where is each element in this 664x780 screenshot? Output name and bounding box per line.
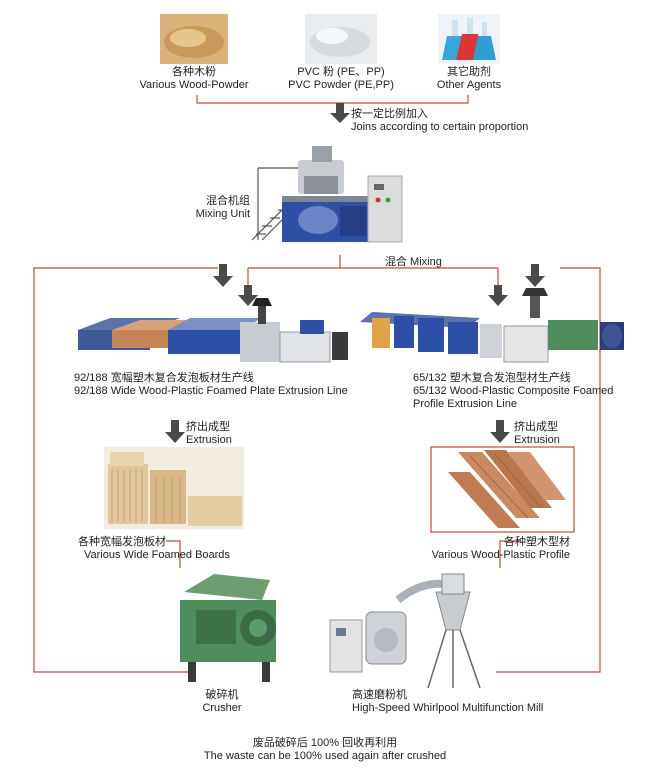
footer-en: The waste can be 100% used again after c… [203, 750, 447, 762]
plate-line-label-en: 92/188 Wide Wood-Plastic Foamed Plate Ex… [74, 385, 348, 397]
join-label-en: Joins according to certain proportion [351, 121, 529, 133]
mixing-unit-label-zh: 混合机组 [206, 195, 250, 207]
mill-image [329, 573, 481, 689]
crusher-label-zh: 破碎机 [205, 689, 239, 701]
extrusion-left-zh: 挤出成型 [186, 421, 230, 433]
pvc-powder-label-zh: PVC 粉 (PE、PP) [297, 66, 385, 78]
wood-powder-label-en: Various Wood-Powder [139, 79, 249, 91]
extrusion-left-en: Extrusion [186, 434, 232, 446]
wood-powder-image [160, 14, 228, 64]
recycle-loop-right [496, 267, 601, 673]
footer-zh: 废品破碎后 100% 回收再利用 [252, 737, 398, 749]
agents-label-zh: 其它助剂 [447, 66, 491, 78]
extrusion-right-zh: 挤出成型 [514, 421, 558, 433]
feed-arrow-left-outer [213, 264, 233, 287]
agents-label-en: Other Agents [436, 79, 502, 91]
crusher-label-en: Crusher [202, 702, 242, 714]
join-arrow [330, 103, 350, 123]
wood-profiles-image [448, 450, 566, 528]
plate-line-label-zh: 92/188 宽幅塑木复合发泡板材生产线 [74, 372, 254, 384]
pvc-powder-image [305, 14, 377, 64]
feed-arrow-right [488, 285, 508, 306]
mill-label-zh: 高速磨粉机 [352, 689, 407, 701]
mixing-label: 混合 Mixing [385, 256, 442, 268]
recycle-loop-left [33, 267, 218, 673]
extrusion-arrow-right [490, 420, 510, 443]
profile-frame [430, 446, 575, 533]
mixing-unit-label-en: Mixing Unit [195, 208, 250, 220]
mill-label-en: High-Speed Whirlpool Multifunction Mill [352, 702, 544, 714]
extrusion-arrow-left [165, 420, 185, 443]
profiles-label-en: Various Wood-Plastic Profile [431, 549, 570, 561]
flasks-image [438, 14, 500, 64]
pvc-powder-label-en: PVC Powder (PE,PP) [288, 79, 394, 91]
boards-label-zh: 各种宽幅发泡板材 [78, 536, 166, 548]
profiles-label-zh: 各种塑木型材 [504, 536, 570, 548]
crusher-image [180, 574, 276, 682]
profile-line-label-en2: Profile Extrusion Line [413, 398, 517, 410]
join-label-zh: 按一定比例加入 [351, 108, 428, 120]
profile-line-label-en1: 65/132 Wood-Plastic Composite Foamed [413, 385, 614, 397]
extrusion-right-en: Extrusion [514, 434, 560, 446]
wood-powder-label-zh: 各种木粉 [172, 66, 216, 78]
foamed-boards-image [104, 447, 244, 529]
profile-line-label-zh: 65/132 塑木复合发泡型材生产线 [413, 372, 571, 384]
boards-label-en: Various Wide Foamed Boards [84, 549, 230, 561]
feed-arrow-right-outer [525, 264, 545, 287]
materials-bracket [196, 95, 469, 104]
feed-arrow-left [238, 285, 258, 306]
